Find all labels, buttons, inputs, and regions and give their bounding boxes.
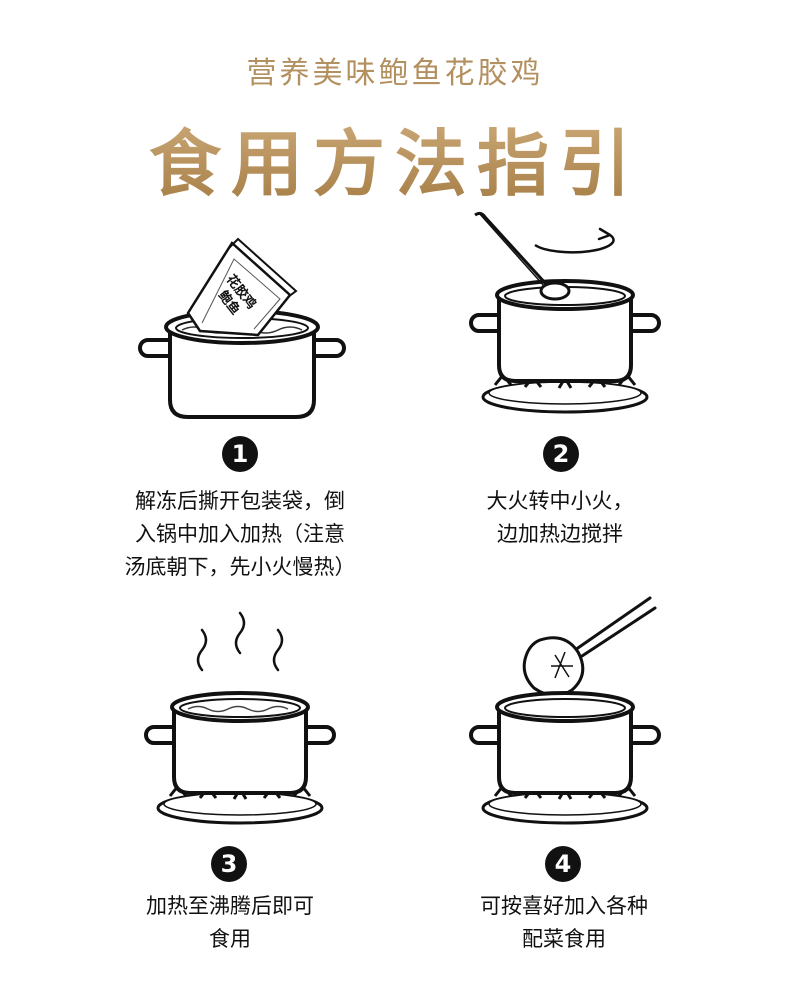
step-4-line-2: 配菜食用 bbox=[522, 927, 606, 951]
step-2-number-badge: 2 bbox=[543, 436, 579, 472]
page-title: 食用方法指引 bbox=[0, 105, 790, 210]
step-1-description: 解冻后撕开包装袋，倒 入锅中加入加热（注意 汤底朝下，先小火慢热） bbox=[100, 485, 380, 584]
step-2-description: 大火转中小火， 边加热边搅拌 bbox=[440, 485, 680, 551]
step-3-description: 加热至沸腾后即可 食用 bbox=[110, 890, 350, 956]
pot-icon bbox=[469, 279, 661, 383]
pot-icon bbox=[469, 691, 661, 795]
step-4-line-1: 可按喜好加入各种 bbox=[480, 894, 648, 918]
step-4-illustration bbox=[469, 596, 661, 825]
step-3-line-2: 食用 bbox=[209, 927, 251, 951]
food-piece bbox=[522, 636, 585, 697]
step-1-line-2: 入锅中加入加热（注意 bbox=[135, 522, 345, 546]
step-3-line-1: 加热至沸腾后即可 bbox=[146, 894, 314, 918]
step-4-number-badge: 4 bbox=[545, 846, 581, 882]
rotation-arrow-icon bbox=[534, 227, 615, 254]
pot-icon bbox=[144, 691, 336, 795]
step-3-illustration bbox=[144, 611, 336, 825]
step-1-illustration: 鲍鱼 花胶鸡 bbox=[138, 237, 346, 419]
step-3-number-badge: 3 bbox=[211, 846, 247, 882]
step-2-line-1: 大火转中小火， bbox=[486, 489, 634, 513]
subtitle: 营养美味鲍鱼花胶鸡 bbox=[246, 56, 544, 91]
ladle-icon bbox=[474, 211, 571, 301]
step-2-line-2: 边加热边搅拌 bbox=[497, 522, 623, 546]
step-1-line-1: 解冻后撕开包装袋，倒 bbox=[135, 489, 345, 513]
steam-icon bbox=[196, 611, 284, 672]
step-1-number-badge: 1 bbox=[222, 436, 258, 472]
step-4-description: 可按喜好加入各种 配菜食用 bbox=[444, 890, 684, 956]
chopsticks-icon bbox=[573, 596, 657, 660]
step-1-line-3: 汤底朝下，先小火慢热） bbox=[124, 555, 356, 579]
package-icon: 鲍鱼 花胶鸡 bbox=[186, 237, 298, 337]
step-2-illustration bbox=[469, 211, 661, 414]
